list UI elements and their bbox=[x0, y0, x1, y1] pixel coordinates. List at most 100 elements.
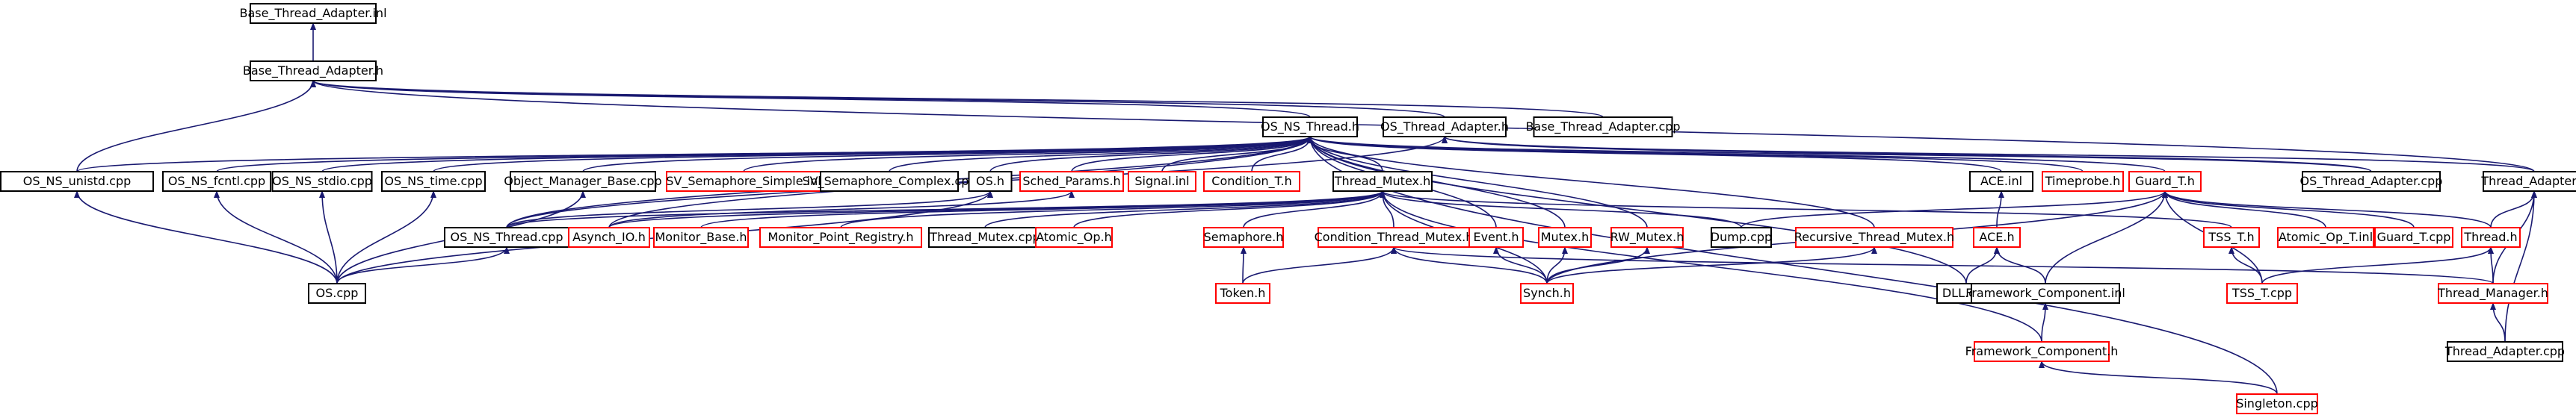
node-box bbox=[1019, 171, 1124, 192]
edge-osnst_cpp-to-tm_h bbox=[506, 190, 1386, 228]
node-label: Mutex.h bbox=[1541, 230, 1589, 244]
node-box bbox=[2461, 227, 2521, 248]
node-box bbox=[1610, 227, 1684, 248]
node-singleton[interactable]: Singleton.cpp bbox=[2236, 393, 2318, 414]
node-box bbox=[1533, 116, 1673, 137]
node-label: Atomic_Op_T.inl bbox=[2279, 230, 2373, 245]
edge-layer bbox=[74, 22, 2537, 395]
node-omb[interactable]: Object_Manager_Base.cpp bbox=[504, 171, 662, 192]
node-synch[interactable]: Synch.h bbox=[1520, 283, 1574, 304]
node-label: Timeprobe.h bbox=[2045, 174, 2121, 188]
node-stdio[interactable]: OS_NS_stdio.cpp bbox=[271, 171, 373, 192]
node-label: SV_Semaphore_Complex.cpp bbox=[802, 174, 976, 189]
edge-ace_h-to-ace_inl bbox=[1996, 190, 2004, 228]
node-asynch[interactable]: Asynch_IO.h bbox=[568, 227, 650, 248]
edge-synch-to-event bbox=[1493, 246, 1548, 284]
node-svss[interactable]: SV_Semaphore_Simple.inl bbox=[666, 171, 821, 192]
edge-monitor-to-tm_h bbox=[700, 190, 1386, 228]
node-label: Atomic_Op.h bbox=[1036, 230, 1112, 245]
node-layer: Base_Thread_Adapter.inlBase_Thread_Adapt… bbox=[0, 3, 2576, 414]
node-osnst_cpp[interactable]: OS_NS_Thread.cpp bbox=[444, 227, 569, 248]
node-label: ACE.h bbox=[1979, 230, 2014, 244]
node-label: OS.cpp bbox=[316, 286, 359, 300]
edge-token-to-sema bbox=[1240, 246, 1247, 284]
node-rtm[interactable]: Recursive_Thread_Mutex.h bbox=[1794, 227, 1954, 248]
edge-omb-to-osnst_h bbox=[582, 136, 1313, 172]
node-box bbox=[2483, 171, 2576, 192]
edge-os_cpp-to-unistd bbox=[74, 190, 338, 284]
edge-unistd-to-osnst_h bbox=[76, 136, 1313, 172]
node-mpr[interactable]: Monitor_Point_Registry.h bbox=[759, 227, 922, 248]
node-box bbox=[308, 283, 366, 304]
node-unistd[interactable]: OS_NS_unistd.cpp bbox=[0, 171, 154, 192]
node-timeprobe[interactable]: Timeprobe.h bbox=[2042, 171, 2124, 192]
node-box bbox=[510, 171, 656, 192]
node-fcntl[interactable]: OS_NS_fcntl.cpp bbox=[162, 171, 271, 192]
node-box bbox=[820, 171, 959, 192]
node-tss_cpp[interactable]: TSS_T.cpp bbox=[2226, 283, 2298, 304]
node-label: Signal.inl bbox=[1134, 174, 1189, 188]
node-ctm[interactable]: Condition_Thread_Mutex.h bbox=[1315, 227, 1474, 248]
node-os_cpp[interactable]: OS.cpp bbox=[308, 283, 366, 304]
node-tss_h[interactable]: TSS_T.h bbox=[2203, 227, 2260, 248]
node-rwm[interactable]: RW_Mutex.h bbox=[1610, 227, 1684, 248]
node-label: Sched_Params.h bbox=[1022, 174, 1120, 189]
node-sched[interactable]: Sched_Params.h bbox=[1019, 171, 1124, 192]
node-os_h[interactable]: OS.h bbox=[968, 171, 1013, 192]
node-tm_cpp[interactable]: Thread_Mutex.cpp bbox=[928, 227, 1042, 248]
node-monitor[interactable]: Monitor_Base.h bbox=[653, 227, 749, 248]
node-box bbox=[1035, 227, 1113, 248]
edge-synch-to-mutex bbox=[1546, 246, 1568, 284]
node-sema[interactable]: Semaphore.h bbox=[1203, 227, 1284, 248]
node-fci[interactable]: Framework_Component.inl bbox=[1965, 283, 2125, 304]
node-osta_h[interactable]: OS_Thread_Adapter.h bbox=[1380, 116, 1509, 137]
node-time[interactable]: OS_NS_time.cpp bbox=[381, 171, 486, 192]
edge-time-to-osnst_h bbox=[433, 136, 1313, 172]
node-ace_inl[interactable]: ACE.inl bbox=[1969, 171, 2033, 192]
node-guard_cpp[interactable]: Guard_T.cpp bbox=[2374, 227, 2453, 248]
node-fch[interactable]: Framework_Component.h bbox=[1965, 341, 2119, 362]
node-thread_h[interactable]: Thread.h bbox=[2461, 227, 2521, 248]
node-cond_t[interactable]: Condition_T.h bbox=[1203, 171, 1300, 192]
node-osnst_h[interactable]: OS_NS_Thread.h bbox=[1261, 116, 1359, 137]
node-box bbox=[928, 227, 1042, 248]
node-token[interactable]: Token.h bbox=[1215, 283, 1270, 304]
node-ta_h[interactable]: Thread_Adapter.h bbox=[2480, 171, 2576, 192]
node-label: Thread_Mutex.h bbox=[1334, 174, 1430, 189]
node-mutex[interactable]: Mutex.h bbox=[1538, 227, 1592, 248]
node-osta_cpp[interactable]: OS_Thread_Adapter.cpp bbox=[2300, 171, 2443, 192]
node-label: Recursive_Thread_Mutex.h bbox=[1794, 230, 1954, 245]
edge-fci-to-guard_h bbox=[2045, 190, 2168, 284]
node-box bbox=[1203, 227, 1284, 248]
edge-asynch-to-sched bbox=[608, 190, 1075, 228]
node-label: Condition_T.h bbox=[1211, 174, 1291, 189]
node-ta_cpp[interactable]: Thread_Adapter.cpp bbox=[2444, 341, 2565, 362]
node-svsc[interactable]: SV_Semaphore_Complex.cpp bbox=[802, 171, 977, 192]
node-root[interactable]: Base_Thread_Adapter.inl bbox=[239, 3, 387, 24]
node-box bbox=[1969, 171, 2033, 192]
edge-atomic_inl-to-guard_h bbox=[2162, 190, 2326, 228]
edge-dll-to-osnst_h bbox=[1307, 136, 1967, 284]
node-box bbox=[2203, 227, 2260, 248]
node-box bbox=[1468, 227, 1524, 248]
node-tman[interactable]: Thread_Manager.h bbox=[2437, 283, 2548, 304]
edge-svss-to-osnst_h bbox=[743, 136, 1313, 172]
node-bta_h[interactable]: Base_Thread_Adapter.h bbox=[243, 60, 383, 81]
node-signal[interactable]: Signal.inl bbox=[1128, 171, 1196, 192]
node-guard_h[interactable]: Guard_T.h bbox=[2128, 171, 2202, 192]
node-label: TSS_T.h bbox=[2208, 230, 2254, 245]
node-label: ACE.inl bbox=[1980, 174, 2022, 188]
node-ace_h[interactable]: ACE.h bbox=[1973, 227, 2021, 248]
node-box bbox=[968, 171, 1013, 192]
edge-dump-to-tm_h bbox=[1380, 190, 1742, 228]
node-event[interactable]: Event.h bbox=[1468, 227, 1524, 248]
node-dump[interactable]: Dump.cpp bbox=[1711, 227, 1772, 248]
edge-mpr-to-tm_h bbox=[840, 190, 1386, 228]
node-bta_cpp[interactable]: Base_Thread_Adapter.cpp bbox=[1525, 116, 1681, 137]
edge-tss_cpp-to-tss_h bbox=[2228, 246, 2263, 284]
node-atomic_inl[interactable]: Atomic_Op_T.inl bbox=[2277, 227, 2374, 248]
node-tm_h[interactable]: Thread_Mutex.h bbox=[1332, 171, 1433, 192]
node-atomic_h[interactable]: Atomic_Op.h bbox=[1035, 227, 1113, 248]
edge-guard_h-to-osnst_h bbox=[1307, 136, 2166, 172]
node-box bbox=[381, 171, 486, 192]
